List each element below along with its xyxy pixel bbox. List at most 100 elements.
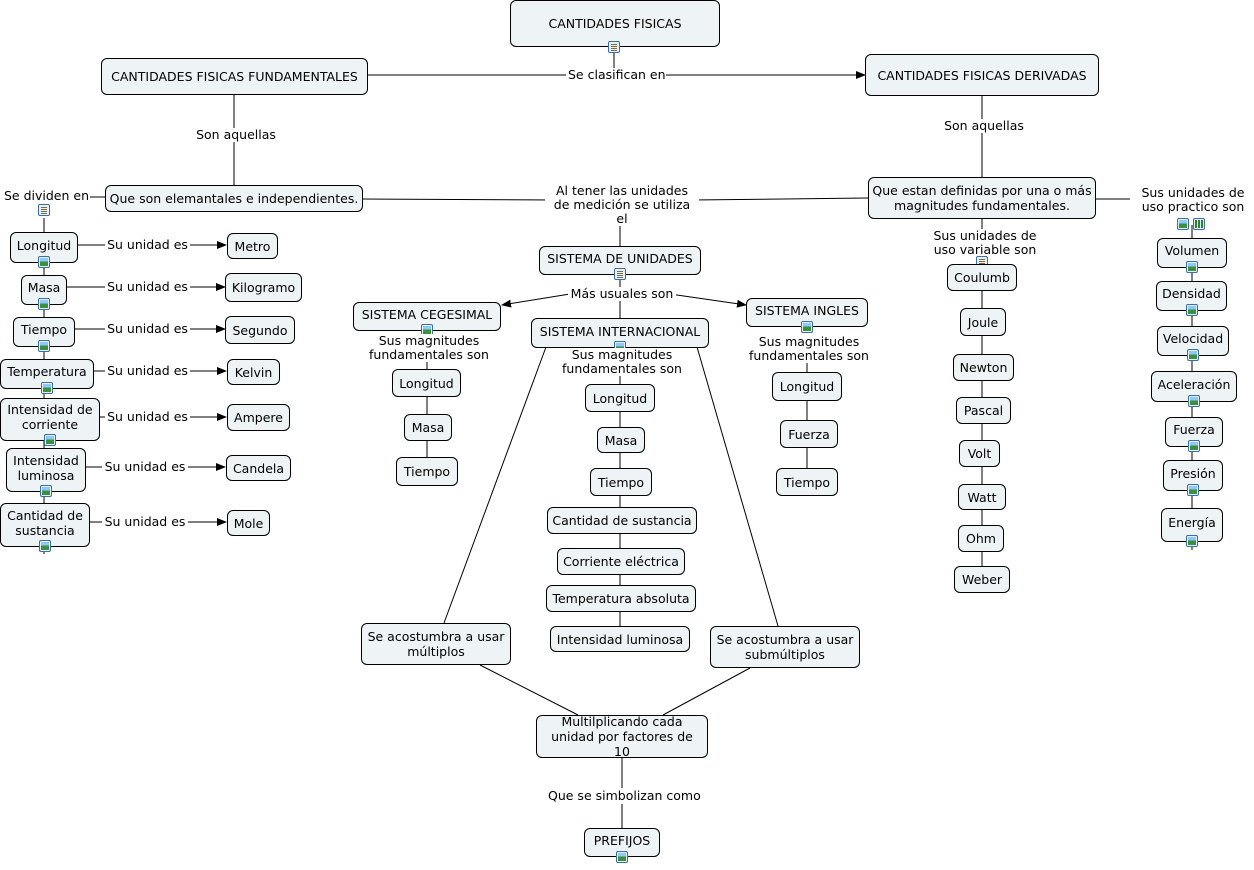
practico-unit-item-label: Densidad	[1162, 286, 1221, 301]
internacional-item-label: Intensidad luminosa	[556, 631, 684, 647]
submultiplos-node[interactable]: Se acostumbra a usar submúltiplos	[710, 626, 860, 668]
link-al-tener: Al tener las unidades de medición se uti…	[545, 184, 699, 226]
variable-unit-item[interactable]: Newton	[953, 354, 1014, 381]
image-icon[interactable]	[1186, 261, 1198, 273]
image-icon[interactable]	[38, 256, 50, 268]
fundamentales-desc-node[interactable]: Que son elemantales e independientes.	[105, 185, 363, 212]
link-magnitudes-ingles: Sus magnitudes fundamentales son	[747, 335, 871, 363]
internacional-item[interactable]: Tiempo	[590, 468, 652, 496]
unit-item-label: Metro	[234, 238, 271, 254]
fundamental-item[interactable]: Longitud	[10, 232, 78, 263]
document-icon[interactable]	[38, 204, 50, 216]
unit-item[interactable]: Ampere	[227, 404, 290, 431]
practico-unit-item-label: Aceleración	[1157, 376, 1231, 392]
image-icon[interactable]	[1177, 218, 1189, 230]
fundamentales-desc: Que son elemantales e independientes.	[109, 191, 359, 206]
variable-unit-item[interactable]: Joule	[960, 308, 1006, 336]
link-se-dividen: Se dividen en	[2, 188, 90, 203]
ingles-item-label: Longitud	[779, 379, 835, 394]
sistema-ingles-title: SISTEMA INGLES	[755, 303, 859, 318]
variable-unit-item[interactable]: Coulumb	[947, 264, 1017, 291]
image-icon[interactable]	[1188, 440, 1200, 452]
unit-item[interactable]: Segundo	[225, 316, 295, 344]
link-magnitudes-cegesimal: Sus magnitudes fundamentales son	[367, 334, 491, 362]
cegesimal-item-label: Masa	[411, 420, 445, 435]
multiplos-node[interactable]: Se acostumbra a usar múltiplos	[361, 623, 511, 665]
internacional-item[interactable]: Corriente eléctrica	[557, 548, 685, 575]
document-icon[interactable]	[608, 41, 620, 53]
internacional-item-label: Temperatura absoluta	[552, 591, 690, 606]
internacional-item[interactable]: Masa	[597, 427, 645, 453]
practico-unit-item[interactable]: Volumen	[1157, 238, 1227, 268]
practico-unit-item-label: Fuerza	[1173, 422, 1215, 437]
ingles-item[interactable]: Longitud	[772, 372, 842, 401]
variable-unit-item-label: Weber	[961, 572, 1003, 587]
image-icon[interactable]	[39, 540, 51, 552]
image-icon[interactable]	[1187, 484, 1199, 496]
fundamental-item[interactable]: Intensidad de corriente	[0, 398, 100, 441]
fundamental-item[interactable]: Cantidad de sustancia	[0, 503, 90, 547]
link-su-unidad: Su unidad es	[102, 460, 188, 474]
cegesimal-item[interactable]: Masa	[404, 414, 452, 441]
document-icon[interactable]	[614, 268, 626, 280]
cegesimal-item[interactable]: Longitud	[392, 369, 461, 397]
unit-item[interactable]: Mole	[227, 510, 270, 536]
fundamental-item-label: Cantidad de sustancia	[7, 507, 83, 538]
practico-unit-item-label: Volumen	[1164, 243, 1220, 258]
image-icon[interactable]	[616, 851, 628, 863]
fundamental-item-label: Intensidad de corriente	[7, 402, 93, 432]
variable-unit-item[interactable]: Weber	[954, 566, 1010, 593]
image-icon[interactable]	[38, 340, 50, 352]
image-icon[interactable]	[41, 382, 53, 394]
unit-item[interactable]: Kelvin	[227, 359, 280, 385]
internacional-item[interactable]: Intensidad luminosa	[550, 626, 690, 652]
fundamentales-node[interactable]: CANTIDADES FISICAS FUNDAMENTALES	[101, 58, 368, 95]
link-se-clasifican: Se clasifican en	[566, 67, 666, 82]
derivadas-desc: Que estan definidas por una o más magnit…	[872, 183, 1092, 213]
variable-unit-item[interactable]: Volt	[959, 440, 1000, 467]
internacional-item-label: Longitud	[592, 390, 648, 406]
derivadas-node[interactable]: CANTIDADES FISICAS DERIVADAS	[865, 54, 1099, 96]
derivadas-desc-node[interactable]: Que estan definidas por una o más magnit…	[868, 177, 1096, 219]
link-uso-variable: Sus unidades de uso variable son	[922, 229, 1048, 257]
image-icon[interactable]	[40, 485, 52, 497]
multimedia-icon[interactable]	[1193, 218, 1205, 230]
internacional-item-label: Tiempo	[597, 474, 645, 490]
cegesimal-item[interactable]: Tiempo	[396, 457, 458, 486]
internacional-item[interactable]: Cantidad de sustancia	[547, 507, 697, 534]
image-icon[interactable]	[38, 298, 50, 310]
image-icon[interactable]	[1185, 304, 1198, 316]
ingles-item[interactable]: Tiempo	[776, 468, 838, 496]
multiplicando-node[interactable]: Multilplicando cada unidad por factores …	[536, 714, 708, 759]
multiplos-text: Se acostumbra a usar múltiplos	[367, 629, 505, 659]
cegesimal-item-label: Tiempo	[403, 464, 451, 479]
internacional-item[interactable]: Longitud	[585, 384, 655, 412]
link-uso-practico: Sus unidades de uso practico son	[1130, 186, 1254, 214]
unit-item[interactable]: Candela	[226, 455, 291, 481]
ingles-item-label: Tiempo	[783, 474, 831, 490]
unit-item[interactable]: Kilogramo	[225, 273, 302, 302]
internacional-item[interactable]: Temperatura absoluta	[546, 585, 696, 612]
image-icon[interactable]	[801, 321, 813, 333]
image-icon[interactable]	[1187, 349, 1199, 361]
variable-unit-item[interactable]: Watt	[958, 484, 1006, 510]
fundamental-item[interactable]: Intensidad luminosa	[6, 448, 86, 492]
submultiplos-text: Se acostumbra a usar submúltiplos	[716, 632, 854, 662]
practico-unit-item[interactable]: Aceleración	[1151, 371, 1237, 402]
unit-item[interactable]: Metro	[227, 233, 278, 259]
practico-unit-item[interactable]: Energía	[1161, 508, 1223, 542]
image-icon[interactable]	[44, 434, 56, 446]
image-icon[interactable]	[1188, 395, 1200, 407]
unit-item-label: Ampere	[234, 410, 283, 425]
image-icon[interactable]	[1186, 535, 1198, 547]
variable-unit-item-label: Volt	[967, 446, 992, 461]
fundamental-item-label: Tiempo	[20, 322, 68, 337]
cantidades-fisicas-title: CANTIDADES FISICAS	[548, 16, 682, 31]
fundamental-item-label: Longitud	[16, 237, 72, 253]
cantidades-fisicas-node[interactable]: CANTIDADES FISICAS	[510, 0, 720, 47]
unit-item-label: Candela	[232, 460, 285, 476]
unit-item-label: Mole	[233, 515, 264, 531]
variable-unit-item[interactable]: Pascal	[956, 397, 1011, 424]
variable-unit-item[interactable]: Ohm	[958, 525, 1004, 552]
ingles-item[interactable]: Fuerza	[780, 420, 838, 448]
